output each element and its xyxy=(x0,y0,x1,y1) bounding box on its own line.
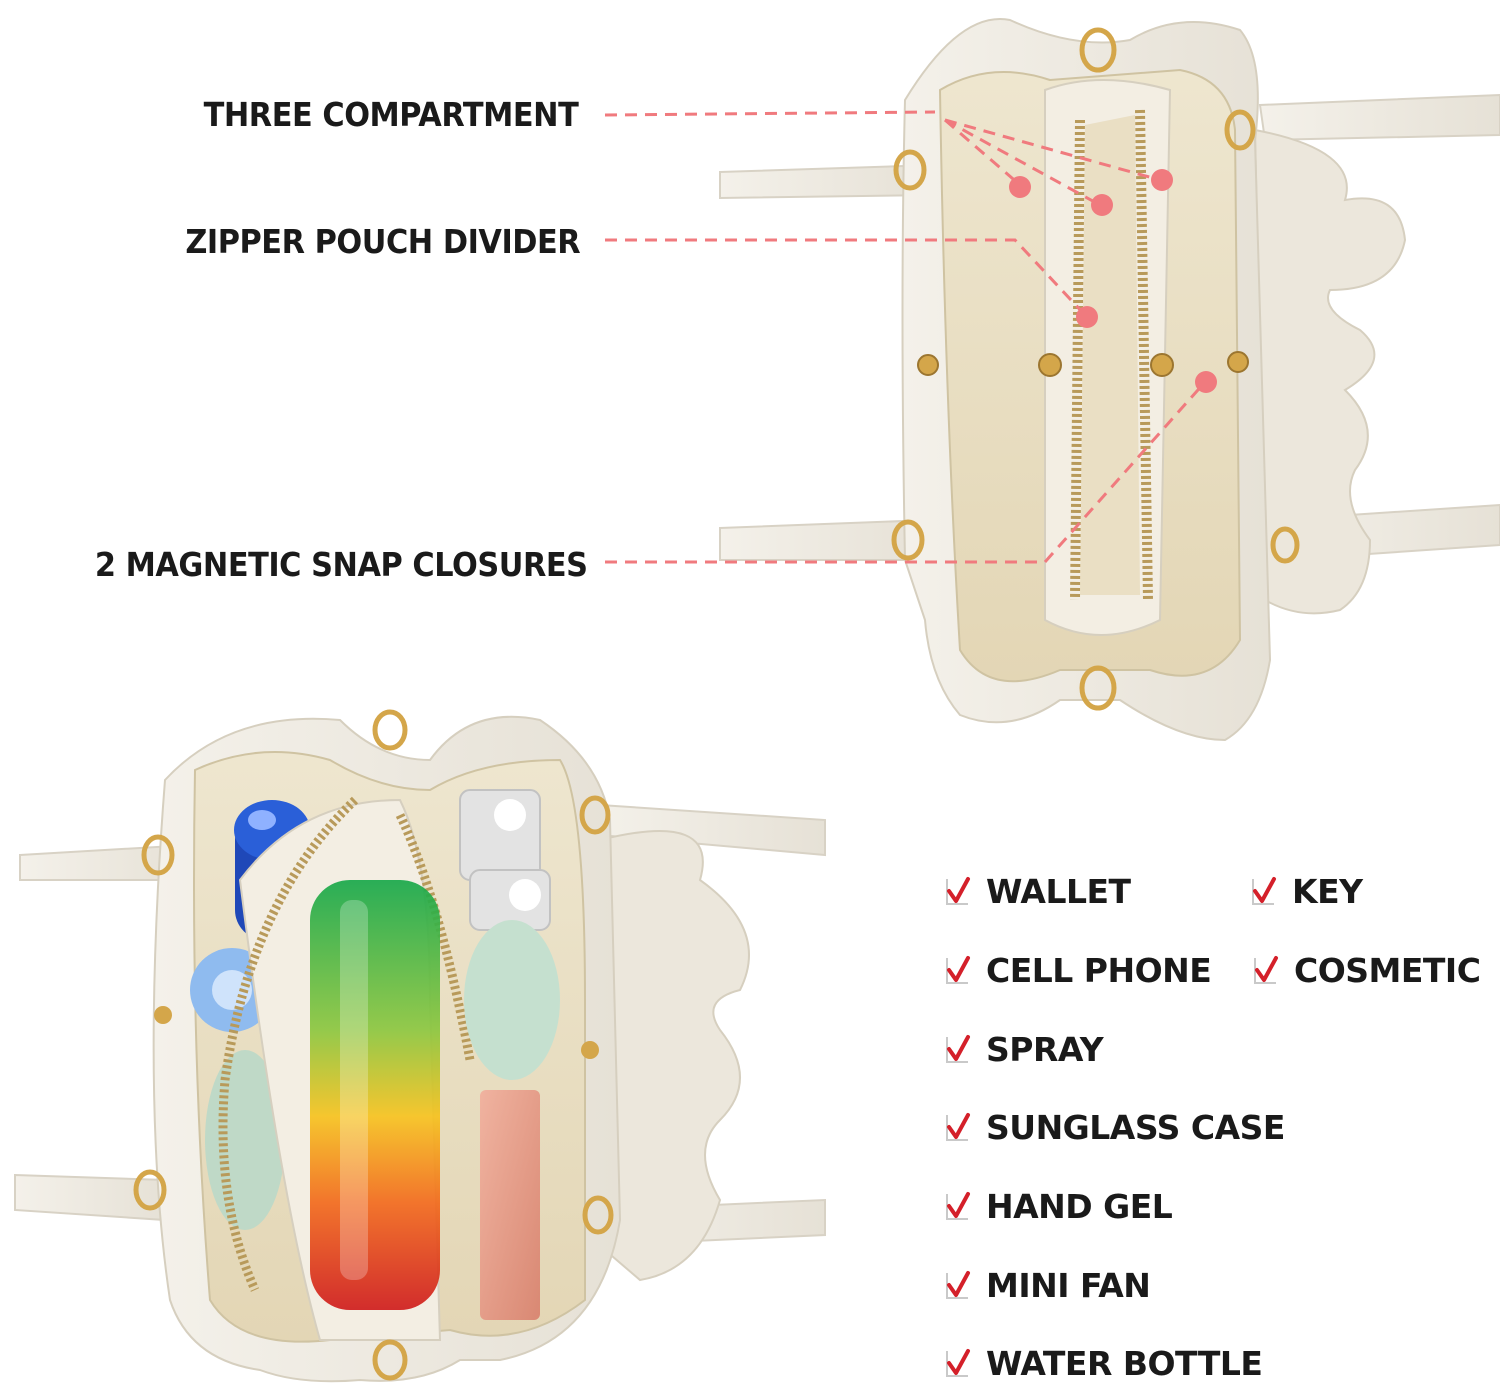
callout-lines xyxy=(604,110,1207,564)
feature-mini-fan: MINI FAN xyxy=(946,1266,1151,1305)
magnetic-snap-closures-label: 2 MAGNETIC SNAP CLOSURES xyxy=(95,545,588,584)
feature-label: SPRAY xyxy=(986,1030,1104,1069)
zipper-pouch-divider-label: ZIPPER POUCH DIVIDER xyxy=(185,222,580,261)
feature-wallet: WALLET xyxy=(946,872,1131,911)
feature-label: KEY xyxy=(1292,872,1363,911)
bottom-bag xyxy=(14,709,826,1383)
feature-key: KEY xyxy=(1252,872,1363,911)
three-compartment-label: THREE COMPARTMENT xyxy=(203,95,578,134)
check-icon xyxy=(946,1270,970,1299)
check-icon xyxy=(1254,955,1278,984)
feature-label: COSMETIC xyxy=(1294,951,1481,990)
check-icon xyxy=(946,1112,970,1141)
feature-cosmetic: COSMETIC xyxy=(1254,951,1481,990)
feature-label: WALLET xyxy=(986,872,1131,911)
check-icon xyxy=(946,1191,970,1220)
feature-water-bottle: WATER BOTTLE xyxy=(946,1344,1263,1383)
top-bag xyxy=(719,18,1500,742)
check-icon xyxy=(1252,876,1276,905)
feature-label: SUNGLASS CASE xyxy=(986,1108,1285,1147)
check-icon xyxy=(946,955,970,984)
check-icon xyxy=(946,1348,970,1377)
feature-label: WATER BOTTLE xyxy=(986,1344,1263,1383)
feature-hand-gel: HAND GEL xyxy=(946,1187,1173,1226)
feature-label: MINI FAN xyxy=(986,1266,1151,1305)
feature-spray: SPRAY xyxy=(946,1030,1104,1069)
feature-label: HAND GEL xyxy=(986,1187,1173,1226)
callout-dots xyxy=(1009,169,1217,393)
feature-label: CELL PHONE xyxy=(986,951,1212,990)
check-icon xyxy=(946,1034,970,1063)
check-icon xyxy=(946,876,970,905)
feature-cell-phone: CELL PHONE xyxy=(946,951,1212,990)
feature-sunglass-case: SUNGLASS CASE xyxy=(946,1108,1285,1147)
